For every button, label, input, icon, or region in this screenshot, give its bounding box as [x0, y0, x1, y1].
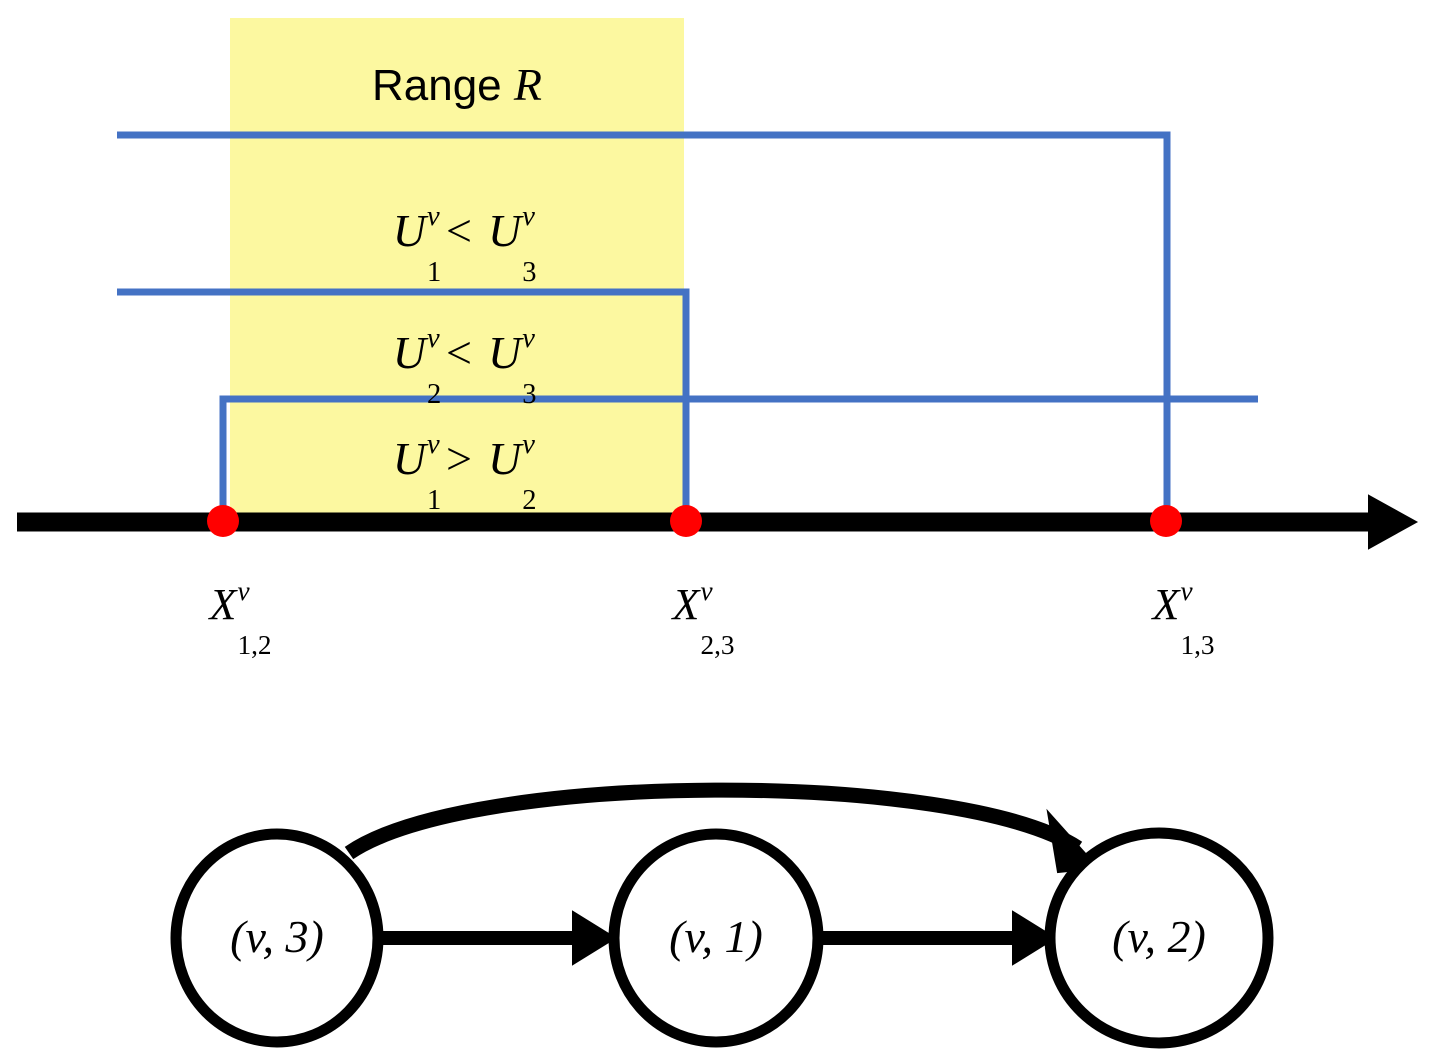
graph-edge-v3-to-v1	[376, 910, 617, 966]
condition-rhs-subscript: 3	[522, 257, 537, 289]
condition-lhs-subscript: 1	[427, 257, 442, 289]
condition-lhs-base: U	[392, 433, 427, 484]
condition-lhs-base: U	[392, 205, 427, 256]
condition-relation: <	[446, 205, 472, 256]
condition-lhs-superscript: v	[427, 322, 440, 354]
condition-lhs-base: U	[392, 327, 427, 378]
axis-label-base: X	[209, 580, 237, 629]
bracket-interval-1-2	[219, 395, 1258, 520]
axis-arrowhead-icon	[1368, 494, 1419, 550]
axis-label-base: X	[1152, 580, 1180, 629]
axis-point-marker-x12	[207, 505, 239, 537]
axis-label-superscript: v	[700, 575, 713, 606]
graph-node-label-v3: (v, 3)	[230, 911, 324, 962]
axis-label-subscript: 1,3	[1180, 629, 1215, 660]
axis-label-subscript: 1,2	[237, 629, 272, 660]
range-title-prefix: Range	[371, 61, 502, 110]
axis-point-marker-x13	[1150, 505, 1182, 537]
graph-node-v2[interactable]	[1044, 827, 1274, 1049]
graph-edge-curve-path	[344, 782, 1083, 860]
bracket-path-1-2	[219, 395, 1258, 520]
graph-node-label-v1: (v, 1)	[669, 911, 763, 962]
condition-rhs-base: U	[487, 327, 522, 378]
axis-label-superscript: v	[1180, 575, 1193, 606]
condition-rhs-base: U	[487, 433, 522, 484]
condition-rhs-superscript: v	[522, 200, 535, 232]
condition-lhs-superscript: v	[427, 428, 440, 460]
condition-lhs-subscript: 2	[427, 379, 442, 411]
graph-edge-v1-to-v2	[820, 910, 1057, 966]
bracket-interval-1-3	[117, 131, 1171, 520]
condition-rhs-superscript: v	[522, 322, 535, 354]
axis-label-superscript: v	[237, 575, 250, 606]
axis-label-base: X	[672, 580, 700, 629]
bracket-interval-2-3	[117, 288, 690, 520]
graph-edge-arrowhead-icon	[572, 910, 617, 966]
condition-rhs-superscript: v	[522, 428, 535, 460]
condition-lhs-subscript: 1	[427, 485, 442, 517]
range-title-symbol: R	[513, 59, 542, 110]
graph-node-label-v2: (v, 2)	[1112, 911, 1206, 962]
condition-lhs-superscript: v	[427, 200, 440, 232]
bracket-path-2-3	[117, 288, 690, 520]
graph-node-v1[interactable]	[608, 828, 824, 1048]
range-highlight-band	[230, 18, 684, 518]
graph-edge-arrowhead-icon	[1012, 910, 1057, 966]
range-title: Range R	[230, 62, 684, 108]
condition-relation: <	[446, 327, 472, 378]
condition-rhs-base: U	[487, 205, 522, 256]
graph-node-v3[interactable]	[170, 828, 384, 1048]
condition-rhs-subscript: 3	[522, 379, 537, 411]
axis-label-subscript: 2,3	[700, 629, 735, 660]
condition-rhs-subscript: 2	[522, 485, 537, 517]
bracket-path-1-3	[117, 131, 1171, 520]
axis-point-marker-x23	[670, 505, 702, 537]
condition-relation: >	[446, 433, 472, 484]
